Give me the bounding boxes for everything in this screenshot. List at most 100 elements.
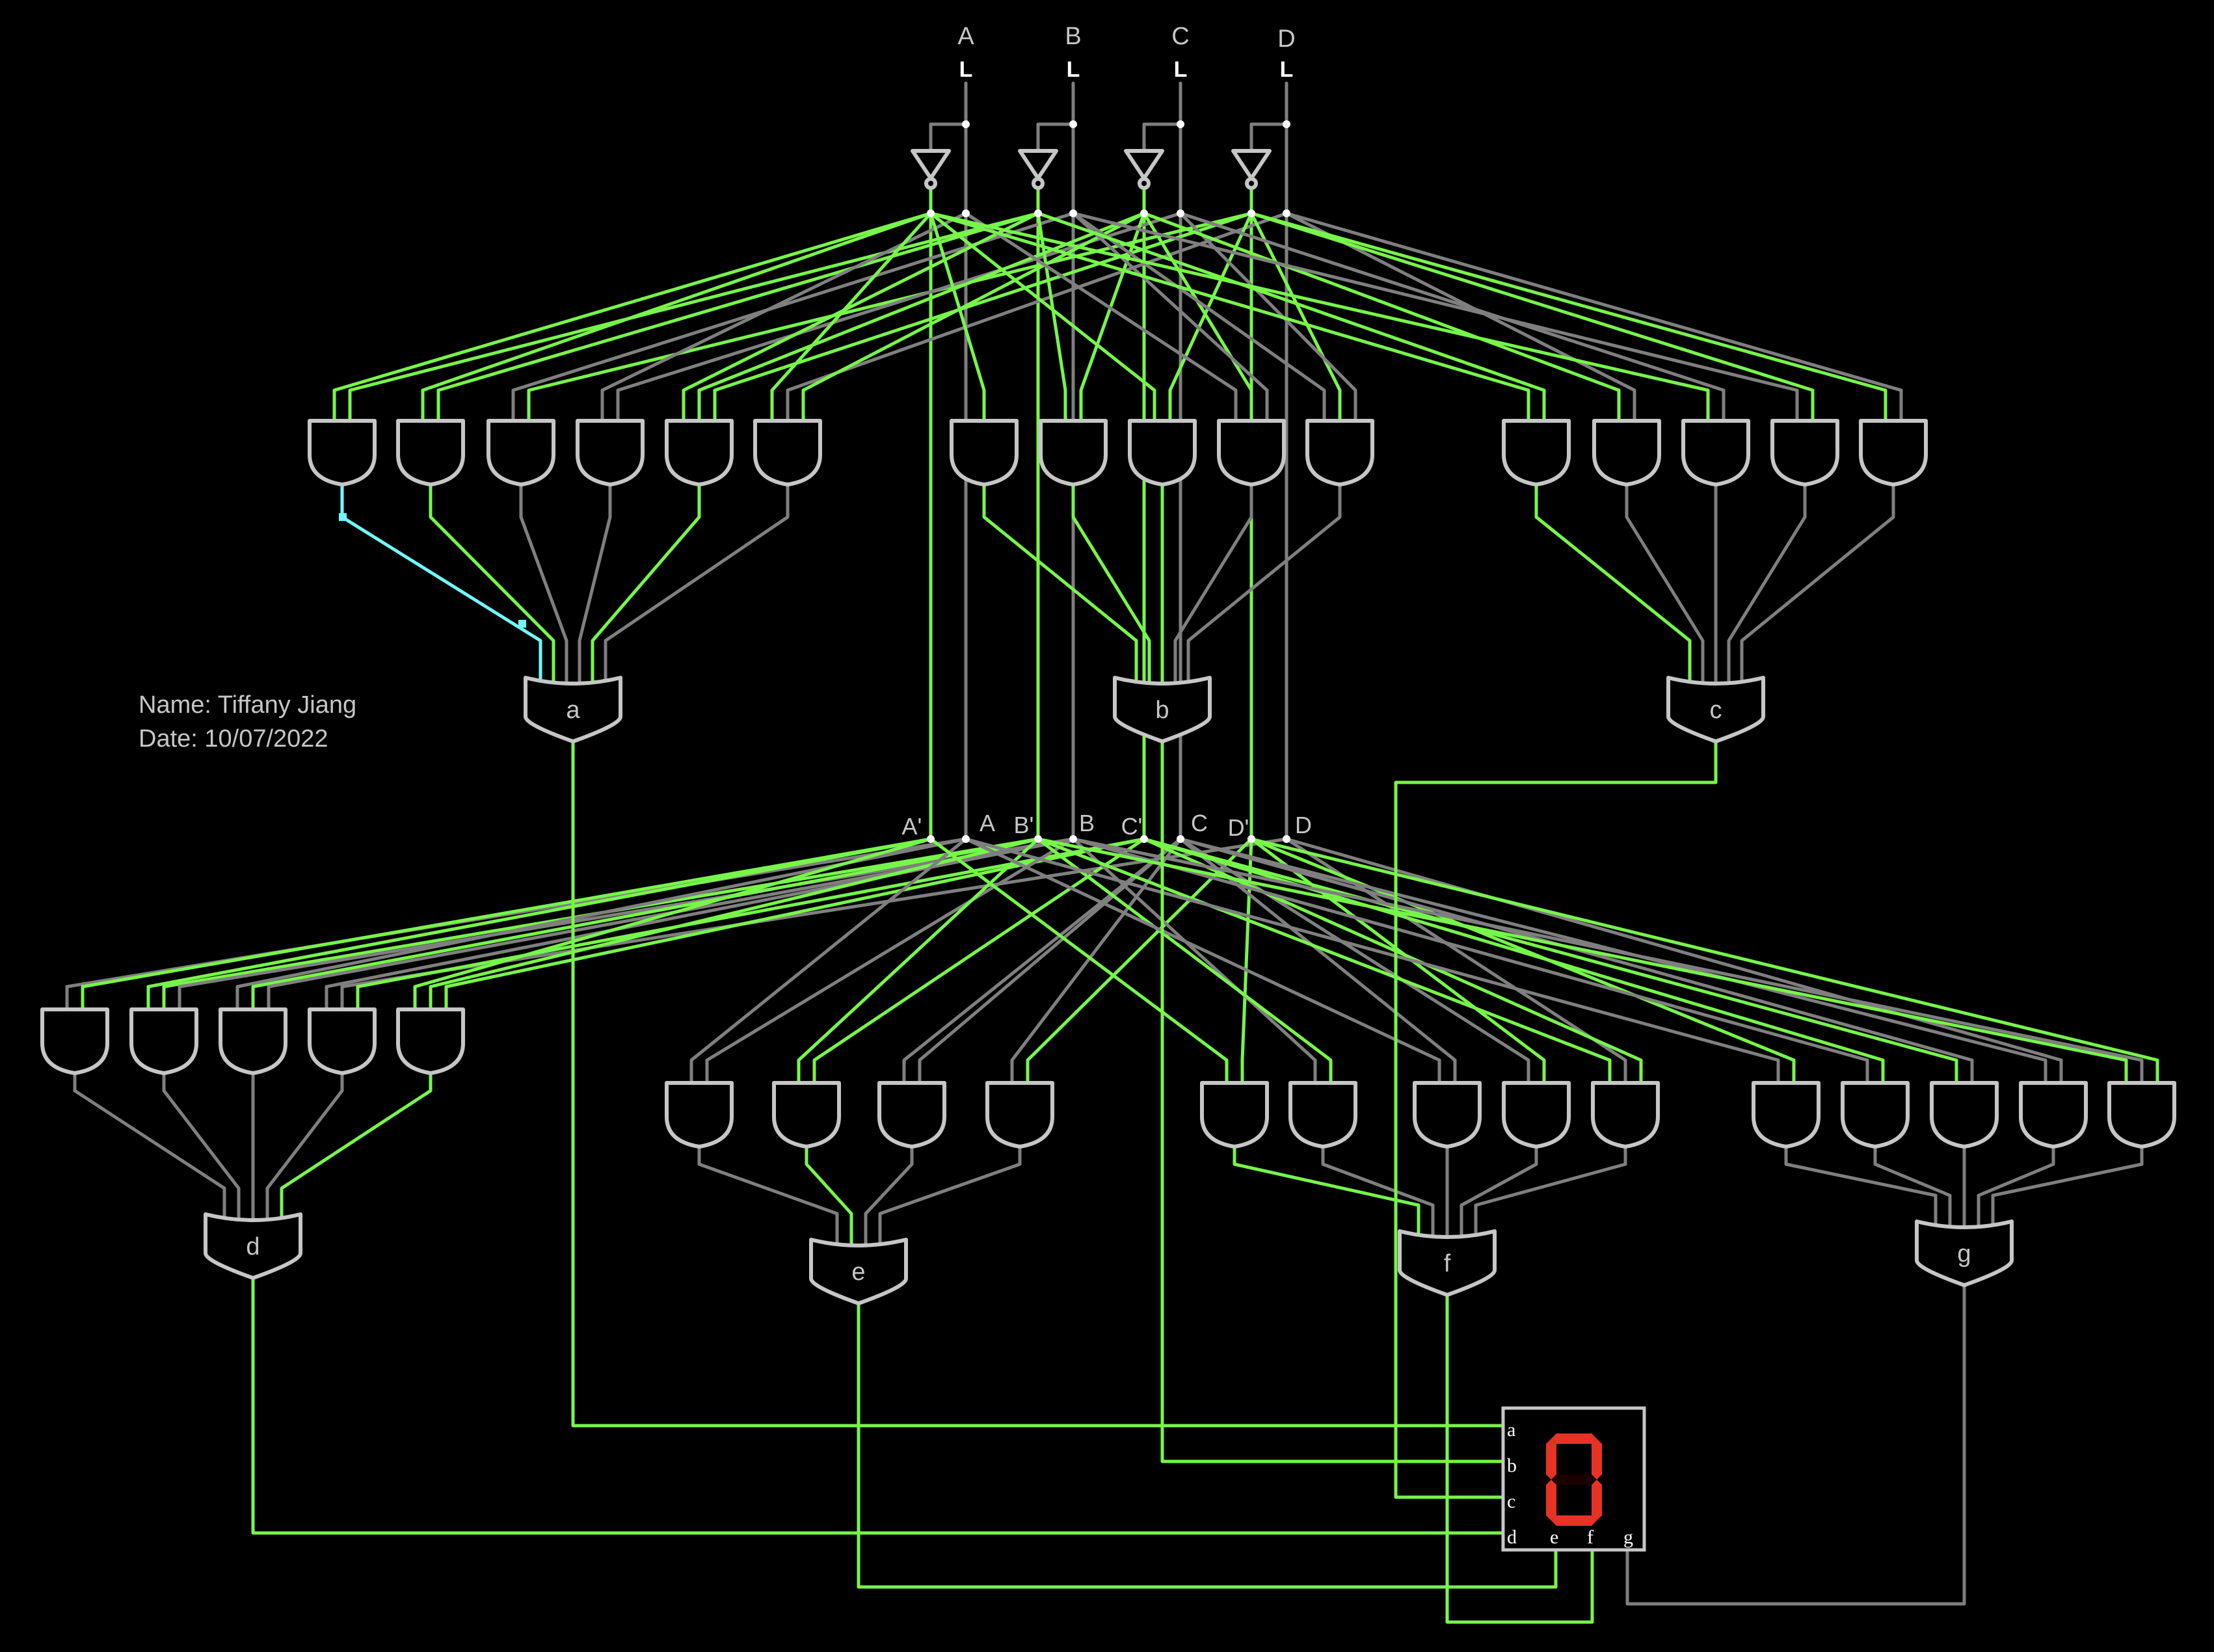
- and-input-wire[interactable]: [340, 837, 1288, 1011]
- and-input-wire[interactable]: [929, 211, 1156, 423]
- and-input-wire[interactable]: [1142, 211, 1253, 423]
- and-input-wire[interactable]: [1249, 837, 1546, 1085]
- and-to-or-wire[interactable]: [1321, 1145, 1435, 1237]
- and-input-wire[interactable]: [444, 837, 1146, 1011]
- or-gate-c[interactable]: [1666, 676, 1765, 743]
- and-input-wire[interactable]: [1179, 837, 2047, 1085]
- and-input-wire[interactable]: [1142, 211, 1621, 423]
- and-input-wire[interactable]: [235, 837, 968, 1011]
- and-to-or-wire[interactable]: [591, 483, 701, 684]
- not-gate[interactable]: [911, 149, 951, 180]
- and-gate-f-4[interactable]: [1502, 1081, 1571, 1149]
- and-input-wire[interactable]: [81, 837, 933, 1011]
- and-input-wire[interactable]: [689, 837, 968, 1085]
- and-gate-f-1[interactable]: [1200, 1081, 1269, 1149]
- and-input-wire[interactable]: [1249, 211, 1887, 423]
- and-input-wire[interactable]: [1179, 837, 1974, 1085]
- and-input-wire[interactable]: [162, 837, 1040, 1011]
- and-to-or-wire[interactable]: [1740, 483, 1895, 684]
- and-input-wire[interactable]: [1142, 837, 1958, 1085]
- and-input-wire[interactable]: [697, 211, 1146, 423]
- and-gate-a-3[interactable]: [487, 419, 555, 486]
- and-to-or-wire[interactable]: [1727, 483, 1807, 684]
- output-wire-c[interactable]: [1394, 739, 1718, 1499]
- and-input-wire[interactable]: [929, 211, 1710, 423]
- and-input-wire[interactable]: [1036, 837, 2128, 1085]
- and-gate-e-4[interactable]: [985, 1081, 1054, 1149]
- and-gate-b-4[interactable]: [1217, 419, 1286, 486]
- and-to-or-wire[interactable]: [429, 483, 555, 684]
- and-gate-e-2[interactable]: [772, 1081, 841, 1149]
- and-gate-b-5[interactable]: [1305, 419, 1374, 486]
- and-input-wire[interactable]: [332, 211, 933, 423]
- and-input-wire[interactable]: [705, 837, 1075, 1085]
- and-input-wire[interactable]: [1079, 211, 1146, 423]
- and-input-wire[interactable]: [1240, 837, 1253, 1085]
- and-to-or-wire[interactable]: [604, 483, 790, 684]
- and-input-wire[interactable]: [713, 211, 1253, 423]
- and-to-or-wire[interactable]: [1474, 1145, 1627, 1237]
- and-input-wire[interactable]: [964, 837, 1441, 1085]
- and-to-or-wire[interactable]: [1071, 483, 1151, 684]
- and-input-wire[interactable]: [1249, 211, 1342, 423]
- and-gate-b-1[interactable]: [950, 419, 1019, 486]
- and-to-or-wire[interactable]: [864, 1145, 914, 1246]
- and-input-wire[interactable]: [511, 211, 1075, 423]
- input-toggle-c[interactable]: L: [1174, 57, 1188, 82]
- and-gate-c-3[interactable]: [1681, 419, 1750, 486]
- and-input-wire[interactable]: [1071, 211, 1269, 423]
- and-gate-b-2[interactable]: [1039, 419, 1108, 486]
- and-gate-e-1[interactable]: [665, 1081, 734, 1149]
- and-input-wire[interactable]: [1179, 837, 1457, 1085]
- or-gate-a[interactable]: [524, 676, 622, 743]
- and-gate-f-5[interactable]: [1591, 1081, 1660, 1149]
- and-gate-g-4[interactable]: [2019, 1081, 2088, 1149]
- and-gate-b-3[interactable]: [1128, 419, 1197, 486]
- and-input-wire[interactable]: [1179, 837, 1530, 1085]
- and-to-or-wire[interactable]: [280, 1071, 433, 1220]
- and-gate-f-3[interactable]: [1413, 1081, 1482, 1149]
- and-to-or-wire[interactable]: [697, 1145, 839, 1246]
- or-gate-f[interactable]: [1398, 1229, 1497, 1297]
- not-gate[interactable]: [1124, 149, 1164, 180]
- and-to-or-wire[interactable]: [162, 1071, 241, 1220]
- and-gate-a-4[interactable]: [576, 419, 645, 486]
- and-input-wire[interactable]: [1142, 837, 1643, 1085]
- and-to-or-wire[interactable]: [519, 483, 568, 684]
- and-input-wire[interactable]: [929, 837, 1229, 1085]
- and-to-or-wire[interactable]: [1534, 483, 1692, 684]
- and-input-wire[interactable]: [1168, 211, 1253, 423]
- and-input-wire[interactable]: [421, 211, 933, 423]
- and-input-wire[interactable]: [251, 837, 1040, 1011]
- and-gate-c-1[interactable]: [1502, 419, 1571, 486]
- and-gate-a-5[interactable]: [665, 419, 734, 486]
- and-input-wire[interactable]: [1071, 837, 1317, 1085]
- not-gate[interactable]: [1018, 149, 1058, 180]
- and-gate-a-2[interactable]: [396, 419, 465, 486]
- not-gate[interactable]: [1231, 149, 1272, 180]
- or-gate-e[interactable]: [809, 1238, 908, 1305]
- and-gate-d-1[interactable]: [40, 1007, 109, 1075]
- and-gate-g-1[interactable]: [1752, 1081, 1821, 1149]
- not-input-wire[interactable]: [1249, 122, 1288, 153]
- or-gate-b[interactable]: [1113, 676, 1212, 743]
- and-to-or-wire[interactable]: [1233, 1145, 1420, 1237]
- output-wire-b[interactable]: [1160, 739, 1505, 1463]
- and-input-wire[interactable]: [267, 837, 1075, 1011]
- and-gate-g-5[interactable]: [2107, 1081, 2176, 1149]
- and-to-or-wire[interactable]: [1625, 483, 1705, 684]
- and-input-wire[interactable]: [1071, 837, 1869, 1085]
- and-gate-c-4[interactable]: [1770, 419, 1839, 486]
- and-to-or-wire[interactable]: [878, 1145, 1022, 1246]
- and-input-wire[interactable]: [600, 211, 968, 423]
- input-toggle-b[interactable]: L: [1067, 57, 1080, 82]
- wire-handle[interactable]: [518, 620, 526, 628]
- and-to-or-wire[interactable]: [1173, 483, 1253, 684]
- and-input-wire[interactable]: [146, 837, 933, 1011]
- output-wire-d[interactable]: [251, 1276, 1505, 1535]
- and-input-wire[interactable]: [797, 837, 1040, 1085]
- and-to-or-wire[interactable]: [805, 1145, 853, 1246]
- and-input-wire[interactable]: [964, 211, 1238, 423]
- and-input-wire[interactable]: [1142, 837, 1885, 1085]
